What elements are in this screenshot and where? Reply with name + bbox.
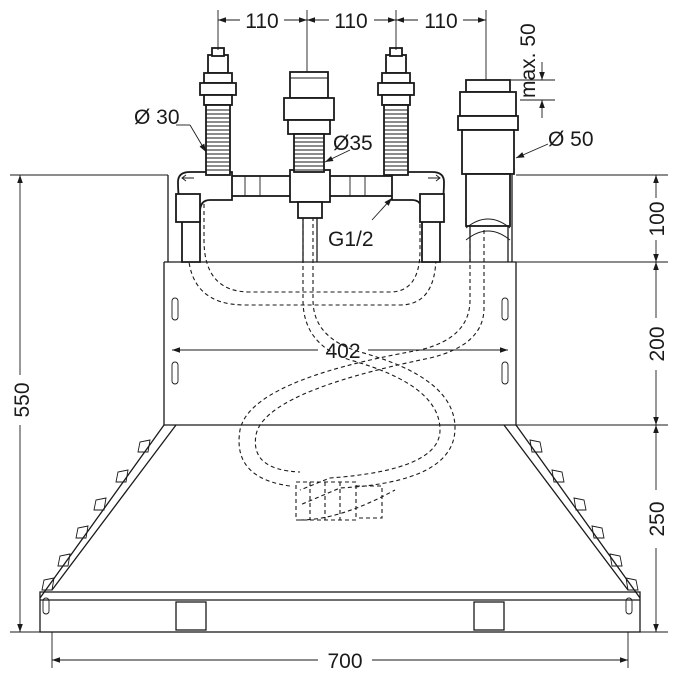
dim-inner-width: 402	[325, 340, 360, 363]
left-valve	[199, 47, 237, 176]
clip-tooth	[573, 497, 587, 511]
right-valve	[377, 47, 415, 176]
clip-tooth	[41, 577, 55, 591]
hose-coupling	[295, 481, 383, 521]
clip-tooth	[75, 525, 89, 539]
dimension-lines	[10, 10, 668, 668]
pipe-manifold	[175, 169, 445, 263]
dim-left-valve-diameter: Ø 30	[134, 106, 180, 129]
dim-thread: G1/2	[328, 228, 374, 251]
clip-tooth	[137, 439, 151, 453]
dim-right-spout-diameter: Ø 50	[548, 128, 594, 151]
clip-tooth	[551, 469, 565, 483]
dim-center-diameter: Ø35	[333, 132, 373, 155]
dimension-labels: 110 110 110 max. 50 Ø 30 Ø35 Ø 50 G1/2 5…	[11, 10, 669, 673]
dim-total-width: 700	[327, 650, 362, 673]
dim-top-spacing-3: 110	[424, 10, 457, 33]
dim-lower-height: 250	[646, 501, 669, 536]
clip-tooth	[591, 525, 605, 539]
housing-body	[39, 175, 641, 633]
clip-tooth	[609, 553, 623, 567]
clip-tooth	[57, 553, 71, 567]
dim-top-spacing-2: 110	[334, 10, 367, 33]
dim-middle-height: 200	[646, 326, 669, 361]
center-outlet	[283, 71, 335, 173]
dim-total-height: 550	[11, 382, 34, 417]
dim-max-height: max. 50	[517, 23, 540, 98]
dim-top-spacing-1: 110	[245, 10, 278, 33]
clip-tooth	[625, 577, 639, 591]
dim-upper-height: 100	[646, 201, 669, 236]
clip-tooth	[115, 469, 129, 483]
hidden-hoses	[187, 190, 485, 521]
clip-teeth	[41, 439, 639, 591]
clip-tooth	[529, 439, 543, 453]
clip-tooth	[93, 497, 107, 511]
right-spout	[457, 79, 519, 262]
